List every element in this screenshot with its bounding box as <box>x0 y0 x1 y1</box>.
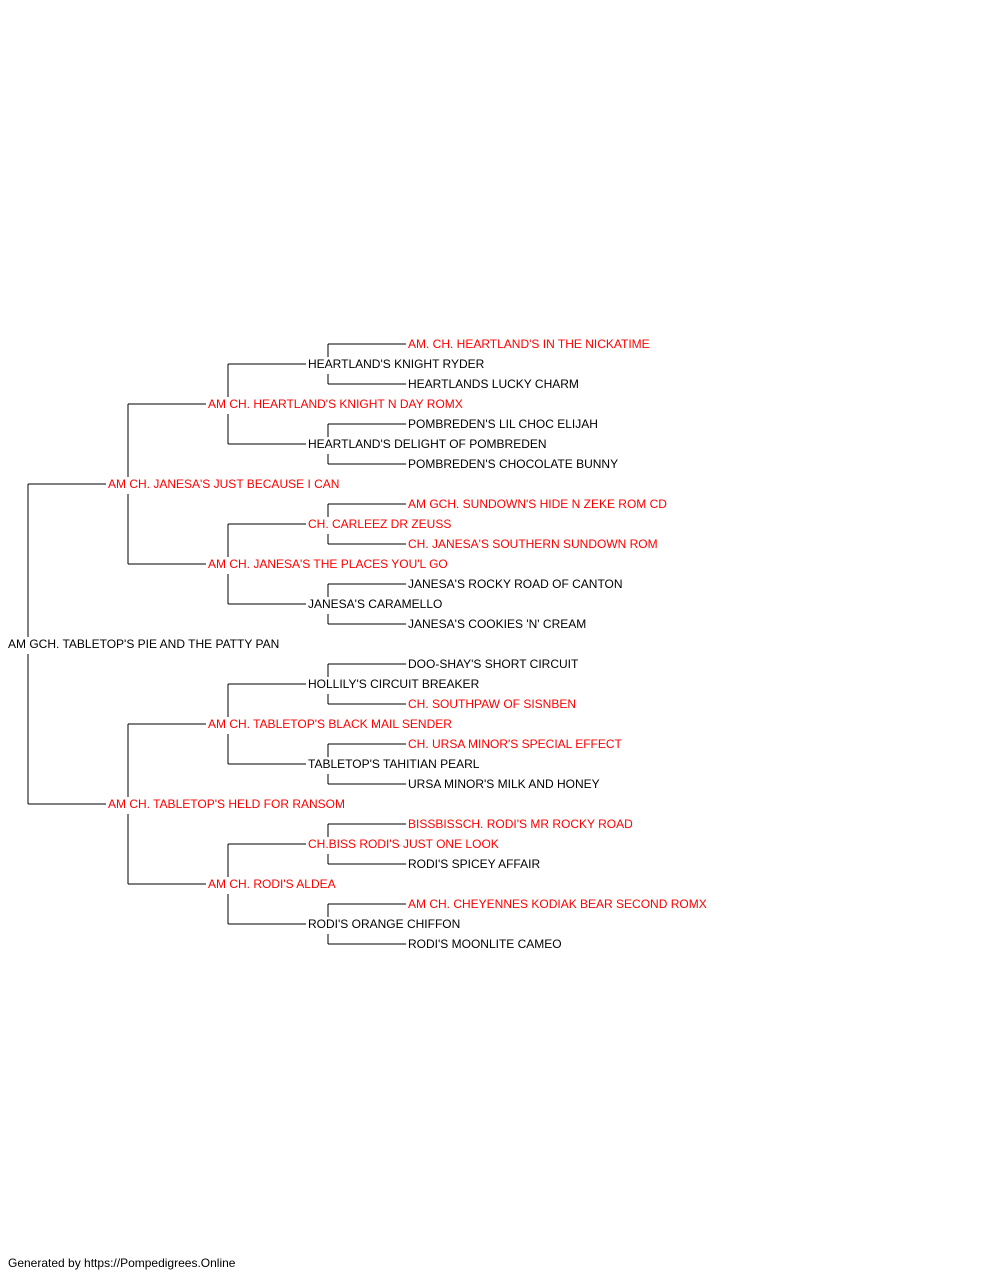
dog-name: CH. JANESA'S SOUTHERN SUNDOWN ROM <box>408 537 658 551</box>
dog-name: AM GCH. SUNDOWN'S HIDE N ZEKE ROM CD <box>408 497 667 511</box>
dog-name: RODI'S MOONLITE CAMEO <box>408 937 562 951</box>
dog-name: AM CH. JANESA'S THE PLACES YOU'L GO <box>208 557 448 571</box>
dog-name: AM CH. JANESA'S JUST BECAUSE I CAN <box>108 477 339 491</box>
dog-name: HOLLILY'S CIRCUIT BREAKER <box>308 677 480 691</box>
dog-name: HEARTLAND'S DELIGHT OF POMBREDEN <box>308 437 547 451</box>
dog-name: JANESA'S ROCKY ROAD OF CANTON <box>408 577 623 591</box>
dog-name: TABLETOP'S TAHITIAN PEARL <box>308 757 480 771</box>
dog-name: URSA MINOR'S MILK AND HONEY <box>408 777 600 791</box>
dog-name: CH.BISS RODI'S JUST ONE LOOK <box>308 837 499 851</box>
dog-name: AM CH. CHEYENNES KODIAK BEAR SECOND ROMX <box>408 897 707 911</box>
footer-credit: Generated by https://Pompedigrees.Online <box>8 1256 236 1270</box>
dog-name: JANESA'S CARAMELLO <box>308 597 442 611</box>
dog-name: CH. URSA MINOR'S SPECIAL EFFECT <box>408 737 623 751</box>
dog-name: POMBREDEN'S LIL CHOC ELIJAH <box>408 417 598 431</box>
dog-name: AM CH. TABLETOP'S HELD FOR RANSOM <box>108 797 345 811</box>
dog-name: HEARTLAND'S KNIGHT RYDER <box>308 357 485 371</box>
dog-name: BISSBISSCH. RODI'S MR ROCKY ROAD <box>408 817 633 831</box>
dog-name: AM. CH. HEARTLAND'S IN THE NICKATIME <box>408 337 650 351</box>
dog-name: RODI'S ORANGE CHIFFON <box>308 917 460 931</box>
dog-name: CH. CARLEEZ DR ZEUSS <box>308 517 451 531</box>
dog-name: DOO-SHAY'S SHORT CIRCUIT <box>408 657 579 671</box>
dog-name: JANESA'S COOKIES 'N' CREAM <box>408 617 586 631</box>
dog-name: HEARTLANDS LUCKY CHARM <box>408 377 579 391</box>
dog-name: AM CH. RODI'S ALDEA <box>208 877 336 891</box>
dog-name: CH. SOUTHPAW OF SISNBEN <box>408 697 576 711</box>
dog-name: RODI'S SPICEY AFFAIR <box>408 857 540 871</box>
dog-name: AM GCH. TABLETOP'S PIE AND THE PATTY PAN <box>8 637 279 651</box>
dog-name: AM CH. HEARTLAND'S KNIGHT N DAY ROMX <box>208 397 463 411</box>
dog-name: POMBREDEN'S CHOCOLATE BUNNY <box>408 457 618 471</box>
dog-name: AM CH. TABLETOP'S BLACK MAIL SENDER <box>208 717 452 731</box>
